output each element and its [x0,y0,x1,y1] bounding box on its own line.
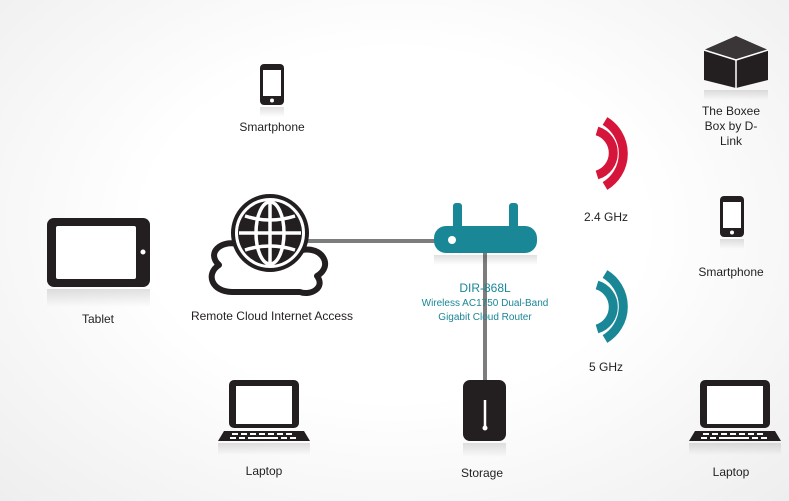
tablet-icon [47,218,150,307]
boxee-label: The Boxee Box by D-Link [701,104,761,148]
router-description-line2: Gigabit Cloud Router [438,312,532,323]
smartphone-right-label: Smartphone [698,265,764,279]
band-5-label: 5 GHz [588,360,623,374]
band-24-label: 2.4 GHz [583,210,628,224]
wifi-5ghz-icon [595,270,628,343]
wifi-24ghz-icon [595,117,628,190]
storage-icon [463,380,506,457]
router-description-line1: Wireless AC1750 Dual-Band [421,298,549,309]
router-model: DIR-868L [459,281,511,295]
laptop-right-label: Laptop [712,465,750,479]
router-model-label: DIR-868L [405,281,565,296]
cloud-label: Remote Cloud Internet Access [190,309,354,323]
smartphone-top-icon [260,64,284,117]
cloud-globe-icon [208,194,328,296]
storage-label: Storage [460,466,504,480]
laptop-right-icon [689,380,781,455]
smartphone-top-label: Smartphone [239,120,305,134]
router-icon [434,203,537,265]
smartphone-right-icon [720,196,744,249]
tablet-label: Tablet [81,312,115,326]
laptop-left-label: Laptop [245,464,283,478]
boxee-box-icon [703,36,769,100]
laptop-left-icon [218,380,310,455]
